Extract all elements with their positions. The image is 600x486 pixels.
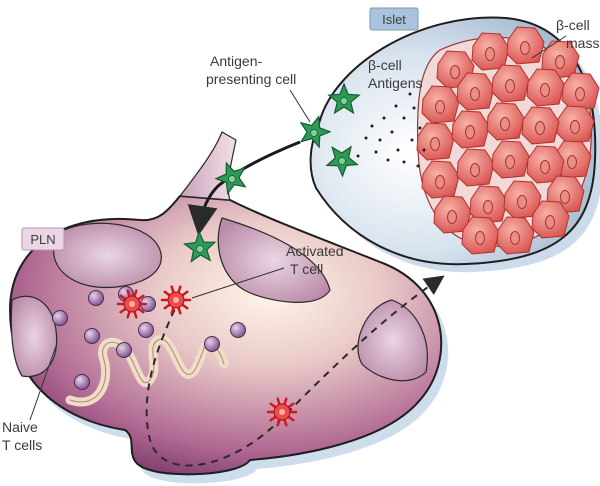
naive-t-cell — [74, 374, 90, 390]
naive-label-line2: T cells — [2, 437, 42, 453]
pancreatic-lymph-node — [8, 131, 449, 484]
antigen-dot — [374, 150, 378, 154]
activated-leader — [191, 267, 285, 299]
antigen-dot — [396, 148, 400, 152]
beta-cell — [556, 105, 595, 144]
beta-antigens-label-line2: Antigens — [368, 75, 422, 91]
beta-cell — [486, 102, 525, 141]
naive-t-cell — [52, 310, 68, 326]
beta-cell — [421, 85, 460, 124]
activated-t-cells — [116, 285, 298, 427]
apc-migration-arrow — [187, 140, 301, 236]
medullary-cords-outline — [69, 338, 225, 403]
naive-t-cell — [138, 322, 154, 338]
antigen-presenting-cell — [214, 161, 247, 195]
antigen-dot — [382, 116, 386, 120]
pln-lobe — [217, 217, 331, 303]
pln-tag: PLN — [21, 227, 65, 251]
apc-label-line1: Antigen- — [210, 53, 262, 69]
naive-t-cell — [230, 322, 246, 338]
beta-cell — [561, 72, 600, 111]
activated-label-line1: Activated — [286, 243, 344, 259]
naive-t-cell — [84, 328, 100, 344]
antigen-dot — [394, 104, 398, 108]
beta-cell — [496, 216, 535, 255]
naive-t-cells — [52, 286, 246, 390]
pln-lobe — [53, 222, 162, 289]
islet-tag: Islet — [369, 7, 419, 31]
pln-tag-text: PLN — [30, 232, 55, 247]
beta-cell-antigens — [356, 92, 426, 168]
antigen-dot — [412, 106, 416, 110]
beta-cell — [471, 32, 510, 71]
beta-cell — [526, 145, 565, 184]
antigen-presenting-cell — [182, 230, 217, 263]
activated-t-cell — [116, 289, 148, 319]
beta-cell — [521, 106, 560, 145]
naive-label-line1: Naive — [2, 419, 38, 435]
beta-cell-mass — [416, 26, 600, 255]
beta-cell-mass-label-line1: β-cell — [556, 17, 590, 33]
antigen-dot — [356, 154, 360, 158]
beta-cell — [461, 216, 500, 255]
beta-antigens-label-line1: β-cell — [368, 57, 402, 73]
naive-leader — [29, 345, 57, 421]
beta-cell — [416, 122, 455, 161]
beta-cell — [491, 140, 530, 179]
antigen-dot — [402, 160, 406, 164]
antigen-presenting-cell — [299, 115, 332, 149]
antigen-dot — [378, 138, 382, 142]
activated-t-cell — [160, 285, 192, 315]
beta-cell — [456, 148, 495, 187]
antigen-dot — [370, 124, 374, 128]
naive-t-cell — [116, 342, 132, 358]
beta-cell — [451, 110, 490, 149]
antigen-dot — [402, 116, 406, 120]
beta-cell — [531, 200, 570, 239]
beta-cell-mass-label-line2: mass — [566, 35, 599, 51]
antigen-dot — [390, 130, 394, 134]
apc-leader — [289, 89, 311, 123]
beta-mass-leader — [531, 35, 567, 59]
antigen-dot — [422, 148, 426, 152]
antigen-dot — [408, 92, 412, 96]
islet-tag-text: Islet — [382, 12, 406, 27]
naive-t-cell — [88, 290, 104, 306]
pln-lobe — [357, 299, 428, 382]
antigen-presenting-cell — [327, 82, 361, 115]
antigen-presenting-cell — [325, 145, 359, 178]
beta-cell — [506, 26, 545, 65]
t-cell-migration-arrow — [145, 275, 445, 467]
antigen-presenting-cells — [182, 82, 361, 263]
islet — [309, 16, 600, 273]
beta-cell — [421, 160, 460, 199]
antigen-dot — [364, 136, 368, 140]
antigen-dot — [416, 164, 420, 168]
beta-cell — [526, 68, 565, 107]
beta-cell — [491, 64, 530, 103]
antigen-dot — [418, 126, 422, 130]
beta-cell — [433, 195, 472, 234]
antigen-dot — [386, 158, 390, 162]
activated-label-line2: T cell — [290, 261, 323, 277]
beta-cell — [456, 72, 495, 111]
activated-t-cell — [266, 397, 298, 427]
antigen-dot — [410, 138, 414, 142]
naive-t-cell — [204, 336, 220, 352]
beta-cell — [469, 185, 508, 224]
apc-label-line2: presenting cell — [206, 71, 296, 87]
